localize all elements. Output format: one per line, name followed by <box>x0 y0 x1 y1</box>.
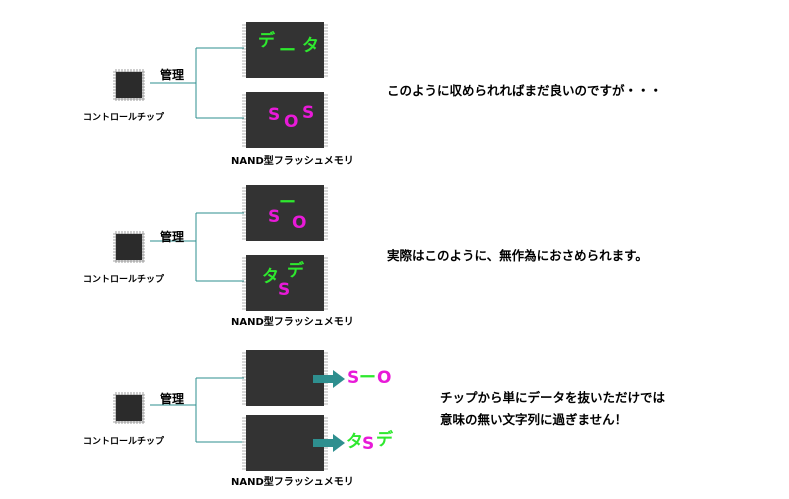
management-label: 管理 <box>160 68 185 82</box>
nand-chip-top <box>242 22 328 78</box>
data-char: デ <box>258 31 275 51</box>
output-char: S <box>362 434 375 454</box>
description-line-1: チップから単にデータを抜いただけでは <box>440 390 666 405</box>
arrow-right-icon <box>313 434 345 452</box>
panel-meaningless-output: コントロールチップ 管理 S ー O タ S デ NAND型フラッシュメモリ チ… <box>0 330 789 496</box>
connection-lines <box>150 47 244 119</box>
arrow-right-icon <box>313 370 345 388</box>
management-label: 管理 <box>160 392 185 406</box>
data-char: ー <box>279 41 296 61</box>
controller-label: コントロールチップ <box>83 437 165 447</box>
data-char: S <box>268 207 281 227</box>
data-char: デ <box>287 261 304 281</box>
data-char: タ <box>302 36 319 56</box>
description-line-2: 意味の無い文字列に過ぎません！ <box>440 412 628 427</box>
controller-chip-icon <box>113 69 145 101</box>
data-char: O <box>284 112 299 132</box>
nand-label: NAND型フラッシュメモリ <box>231 477 354 488</box>
controller-chip-icon <box>113 231 145 263</box>
controller-chip-icon <box>113 392 145 424</box>
output-char: O <box>377 368 392 388</box>
output-char: タ <box>346 432 363 452</box>
nand-chip-bottom <box>242 92 328 148</box>
output-char: S <box>347 368 360 388</box>
connection-lines <box>150 377 244 443</box>
data-char: タ <box>262 267 279 287</box>
data-char: S <box>278 280 291 300</box>
output-char: デ <box>376 430 393 450</box>
data-char: ー <box>279 193 296 213</box>
nand-chip-top <box>242 185 328 241</box>
data-char: O <box>292 213 307 233</box>
description-text: このように収められればまだ良いのですが・・・ <box>387 83 663 98</box>
description-text: 実際はこのように、無作為におさめられます。 <box>387 248 648 263</box>
nand-chip-top <box>242 350 328 406</box>
controller-label: コントロールチップ <box>83 113 165 123</box>
output-char: ー <box>359 368 376 388</box>
data-char: S <box>302 103 315 123</box>
nand-label: NAND型フラッシュメモリ <box>231 317 354 328</box>
data-char: S <box>268 105 281 125</box>
connection-lines <box>150 212 244 282</box>
panel-ideal-storage: コントロールチップ 管理 デ ー タ S O S NAND型フラッシュメモリ こ… <box>0 0 789 167</box>
nand-chip-bottom <box>242 255 328 311</box>
nand-chip-bottom <box>242 415 328 471</box>
controller-label: コントロールチップ <box>83 275 165 285</box>
panel-random-storage: コントロールチップ 管理 ー S O デ タ S NAND型フラッシュメモリ 実… <box>0 165 789 331</box>
management-label: 管理 <box>160 230 185 244</box>
nand-label: NAND型フラッシュメモリ <box>231 156 354 167</box>
